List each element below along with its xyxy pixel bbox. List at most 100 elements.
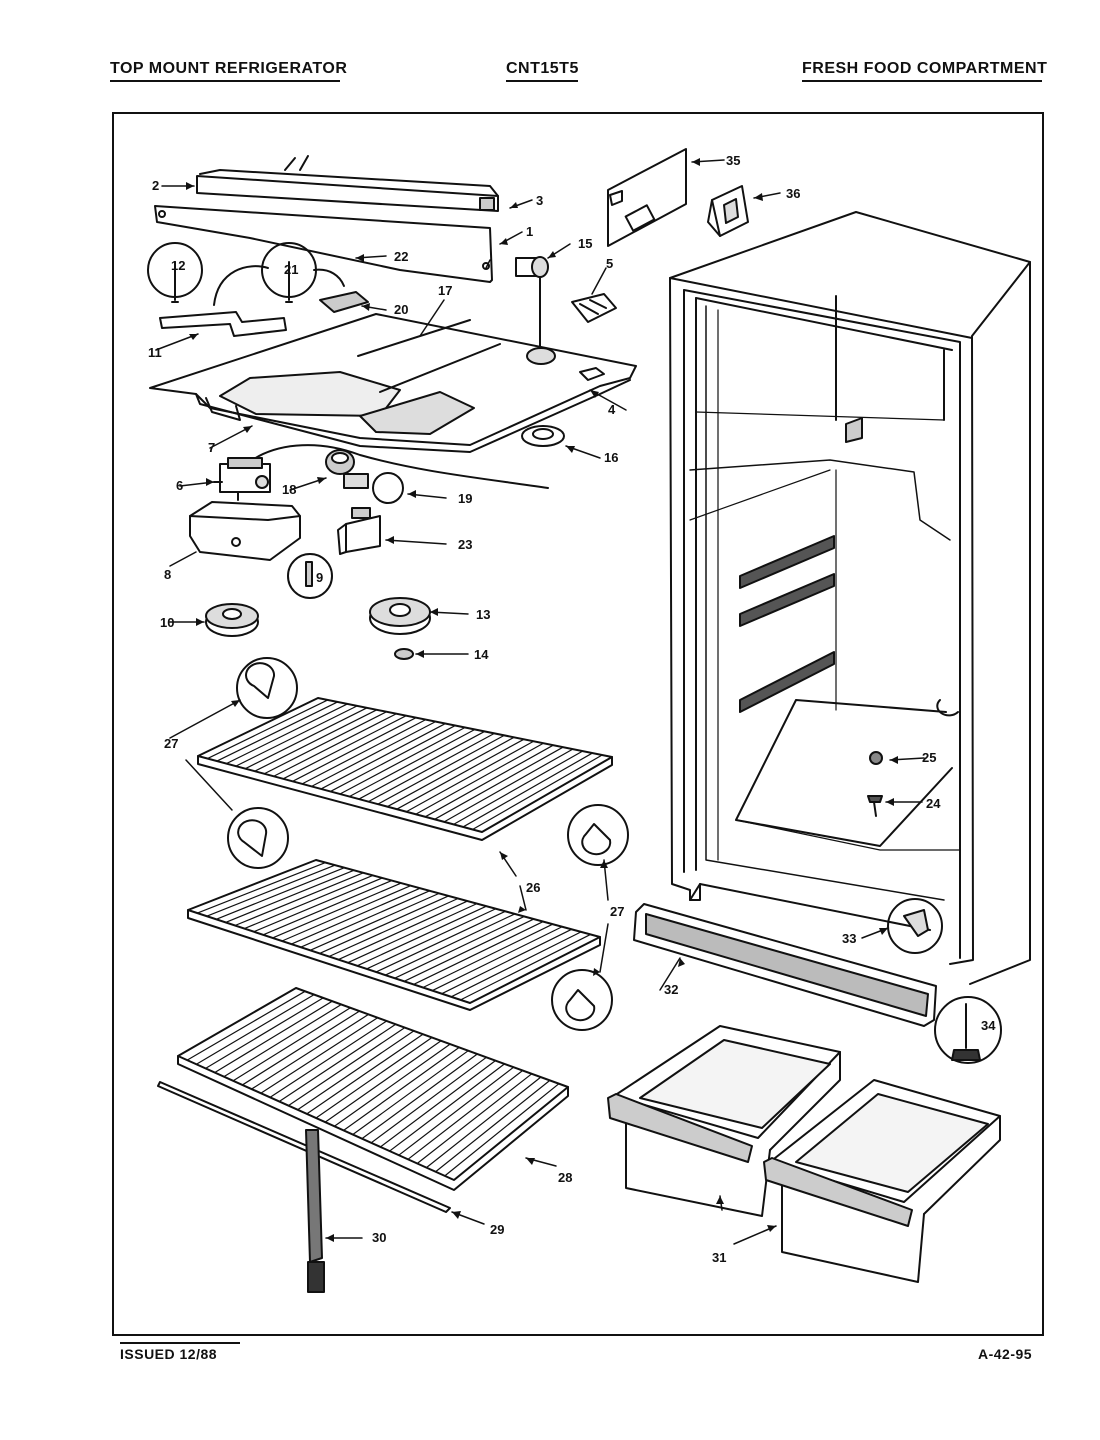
shelf-slat bbox=[370, 1056, 487, 1144]
shelf-slat bbox=[287, 1026, 406, 1107]
shelf-slat bbox=[358, 730, 486, 800]
shelf-slat bbox=[403, 918, 535, 982]
shelf-slat bbox=[462, 752, 594, 828]
shelf-slat bbox=[241, 1010, 361, 1086]
shelf-slat bbox=[216, 701, 339, 762]
shelf-slat bbox=[206, 864, 336, 917]
callout-label-20: 20 bbox=[394, 302, 408, 317]
callout-label-13: 13 bbox=[476, 607, 490, 622]
shelf-slat bbox=[234, 872, 364, 927]
shelf-slat bbox=[379, 1059, 497, 1148]
shelf-slat bbox=[425, 1076, 542, 1169]
shelf-slat bbox=[263, 711, 388, 775]
callout-label-1: 1 bbox=[526, 224, 533, 239]
callout-label-11: 11 bbox=[148, 345, 162, 360]
callout-label-2: 2 bbox=[152, 178, 159, 193]
callout-label-28: 28 bbox=[558, 1170, 572, 1185]
shelf-slat bbox=[260, 1017, 379, 1094]
shelf-slat bbox=[337, 900, 469, 961]
shelf-slat bbox=[443, 748, 574, 823]
shelf-slat bbox=[405, 740, 535, 813]
arrowheads bbox=[186, 158, 898, 1242]
callout-label-27: 27 bbox=[610, 904, 624, 919]
callout-label-10: 10 bbox=[160, 615, 174, 630]
shelf-slat bbox=[424, 744, 554, 818]
shelf-slat bbox=[214, 1000, 333, 1074]
part-crisper-drawer-left bbox=[607, 1025, 841, 1217]
shelf-slat bbox=[206, 699, 329, 760]
shelf-slat bbox=[366, 908, 497, 970]
shelf-slat bbox=[225, 703, 348, 765]
part-pad bbox=[319, 291, 369, 313]
callout-label-30: 30 bbox=[372, 1230, 386, 1245]
part-support-rod bbox=[157, 1081, 451, 1213]
callout-label-16: 16 bbox=[604, 450, 618, 465]
shelf-slat bbox=[301, 719, 427, 785]
callout-label-5: 5 bbox=[606, 256, 613, 271]
callout-label-8: 8 bbox=[164, 567, 171, 582]
shelf-slat bbox=[269, 1020, 388, 1098]
shelf-slat bbox=[324, 1040, 442, 1123]
callout-label-18: 18 bbox=[282, 482, 296, 497]
shelf-slat bbox=[195, 993, 315, 1065]
shelf-slat bbox=[398, 1066, 515, 1156]
shelf-slat bbox=[328, 897, 459, 958]
header-title-left: TOP MOUNT REFRIGERATOR bbox=[110, 60, 348, 77]
shelf-slat bbox=[394, 915, 525, 979]
detail-circles-shelf-support bbox=[227, 657, 629, 1031]
shelf-slat bbox=[471, 754, 603, 831]
shelf-slat bbox=[450, 931, 582, 998]
part-bracket-plate bbox=[607, 148, 687, 247]
callout-label-31: 31 bbox=[712, 1250, 726, 1265]
detail-circle-9 bbox=[287, 553, 333, 599]
footer-page-code: A-42-95 bbox=[978, 1346, 1033, 1362]
callout-label-6: 6 bbox=[176, 478, 183, 493]
diagram-frame bbox=[112, 112, 1044, 1336]
shelf-slat bbox=[422, 923, 554, 989]
sensor-tube bbox=[239, 444, 549, 489]
shelf-slat bbox=[356, 905, 487, 967]
part-drain-tube bbox=[305, 1129, 325, 1293]
shelf-slat bbox=[343, 1046, 460, 1132]
part-control-housing bbox=[149, 313, 637, 453]
part-toe-grille bbox=[633, 903, 937, 1027]
detail-circle-33 bbox=[887, 898, 943, 954]
footer-issued-date: ISSUED 12/88 bbox=[120, 1346, 218, 1362]
shelf-slat bbox=[441, 928, 573, 995]
part-washer bbox=[394, 648, 414, 660]
callout-label-12: 12 bbox=[171, 258, 185, 273]
shelf-slat bbox=[367, 732, 495, 803]
part-light-switch bbox=[337, 507, 381, 555]
part-wire-shelf-upper bbox=[197, 697, 613, 841]
shelf-slat bbox=[235, 705, 358, 767]
callout-label-32: 32 bbox=[664, 982, 678, 997]
shelf-slat bbox=[254, 709, 378, 772]
callout-label-22: 22 bbox=[394, 249, 408, 264]
shelf-slat bbox=[339, 726, 466, 795]
shelf-slat bbox=[205, 997, 324, 1070]
callout-label-35: 35 bbox=[726, 153, 740, 168]
shelf-slat bbox=[389, 1063, 506, 1152]
part-thermostat-knob bbox=[205, 603, 259, 637]
shelf-slat bbox=[329, 724, 456, 793]
shelf-slat bbox=[348, 728, 476, 798]
header-underline-right bbox=[802, 80, 1042, 82]
callout-label-26: 26 bbox=[526, 880, 540, 895]
shelf-slat bbox=[253, 877, 383, 933]
callout-label-27: 27 bbox=[164, 736, 178, 751]
shelf-slat bbox=[273, 713, 397, 777]
callout-label-15: 15 bbox=[578, 236, 592, 251]
shelf-slat bbox=[453, 750, 584, 826]
part-screw-24 bbox=[867, 795, 883, 817]
shelf-slat bbox=[435, 1079, 551, 1173]
callout-label-4: 4 bbox=[608, 402, 616, 417]
shelf-slat bbox=[282, 715, 407, 780]
shelf-slat bbox=[196, 861, 327, 914]
header-underline-center bbox=[506, 80, 578, 82]
shelf-slat bbox=[309, 892, 440, 951]
shelf-slat bbox=[232, 1007, 351, 1082]
part-wire-shelf-middle bbox=[187, 859, 601, 1011]
shelf-slat bbox=[407, 1069, 524, 1160]
